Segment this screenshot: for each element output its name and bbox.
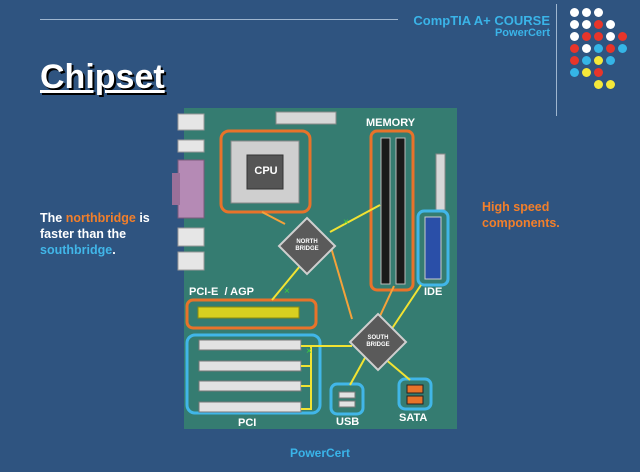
decorative-dot <box>582 68 591 77</box>
decorative-dot <box>594 68 603 77</box>
link-marker: × <box>306 346 312 357</box>
usb-label: USB <box>336 416 360 428</box>
southbridge-chip <box>348 312 408 372</box>
note-southbridge: southbridge <box>40 243 113 257</box>
decorative-dot <box>594 80 603 89</box>
parallel-port-icon <box>172 173 180 205</box>
rear-port-icon <box>177 251 205 271</box>
decorative-dot <box>594 20 603 29</box>
decorative-dot <box>570 44 579 53</box>
decorative-dot <box>570 8 579 17</box>
link-marker: × <box>284 286 290 297</box>
pci-highlight-box <box>185 333 322 415</box>
southbridge-line-1: SOUTH <box>367 335 389 341</box>
southbridge-sata-link <box>383 357 411 381</box>
memory-slot <box>395 137 406 285</box>
usb-port-icon <box>338 391 356 399</box>
ide-highlight-box <box>416 209 450 287</box>
northbridge-note: The northbridge is faster than the south… <box>40 210 180 258</box>
southbridge-usb-link <box>349 355 367 386</box>
pci-slot <box>198 360 302 372</box>
usb-port-icon <box>338 400 356 408</box>
parallel-port-icon <box>177 159 205 219</box>
header-divider <box>556 4 557 116</box>
northbridge-memory-link <box>329 204 381 233</box>
decorative-dot <box>606 32 615 41</box>
high-speed-note: High speed components. <box>482 200 560 230</box>
decorative-dot <box>570 56 579 65</box>
cpu-northbridge-link <box>261 211 286 225</box>
pci-slot <box>198 380 302 392</box>
decorative-dot <box>618 32 627 41</box>
note-text-pre: The <box>40 211 66 225</box>
pci-label: PCI <box>238 417 257 429</box>
memory-highlight-box <box>369 129 415 292</box>
decorative-dot <box>594 44 603 53</box>
pci-slot <box>198 401 302 413</box>
southbridge-line-2: BRIDGE <box>366 342 390 348</box>
decorative-dot <box>618 44 627 53</box>
cpu-label: CPU <box>254 165 278 177</box>
southbridge-ide-link <box>390 284 422 331</box>
decorative-dot <box>582 20 591 29</box>
rear-port-icon <box>177 113 205 131</box>
pcie-label: PCI-E / AGP <box>189 286 254 298</box>
note-text-post: . <box>112 243 116 257</box>
cpu-highlight-box <box>219 129 312 214</box>
course-brand: PowerCert <box>494 27 550 39</box>
rear-port-icon <box>177 139 205 153</box>
sata-port-icon <box>406 384 424 394</box>
course-title: CompTIA A+ COURSE <box>413 13 550 28</box>
northbridge-chip <box>277 216 337 276</box>
sata-label: SATA <box>399 412 428 424</box>
decorative-dot-grid <box>570 8 632 100</box>
pcie-highlight-box <box>185 298 318 330</box>
sata-highlight-box <box>397 377 433 411</box>
pcie-slot <box>197 306 300 319</box>
ide-label: IDE <box>424 286 443 298</box>
memory-label: MEMORY <box>366 117 416 129</box>
header-rule <box>40 19 398 20</box>
decorative-dot <box>594 56 603 65</box>
decorative-dot <box>594 32 603 41</box>
northbridge-southbridge-link <box>329 243 353 320</box>
northbridge-line-2: BRIDGE <box>295 246 319 252</box>
usb-highlight-box <box>329 382 365 416</box>
note-text-mid: is faster than the <box>40 211 150 241</box>
slide-title: Chipset <box>40 58 165 96</box>
decorative-dot <box>594 8 603 17</box>
memory-link-branch <box>379 285 395 317</box>
link-marker: × <box>343 217 349 228</box>
decorative-dot <box>606 44 615 53</box>
pci-slot <box>198 339 302 351</box>
note-northbridge: northbridge <box>65 211 136 225</box>
rear-port-icon <box>177 227 205 247</box>
memory-slot <box>380 137 391 285</box>
decorative-dot <box>582 44 591 53</box>
decorative-dot <box>606 56 615 65</box>
sata-port-icon <box>406 395 424 405</box>
power-connector-icon <box>435 153 446 211</box>
decorative-dot <box>606 80 615 89</box>
decorative-dot <box>606 20 615 29</box>
decorative-dot <box>570 68 579 77</box>
decorative-dot <box>570 20 579 29</box>
power-connector-icon <box>275 111 337 125</box>
decorative-dot <box>582 8 591 17</box>
footer-brand: PowerCert <box>289 446 351 460</box>
cpu-chip <box>246 154 284 190</box>
decorative-dot <box>570 32 579 41</box>
ide-connector <box>424 216 442 280</box>
decorative-dot <box>582 32 591 41</box>
northbridge-line-1: NORTH <box>296 239 318 245</box>
decorative-dot <box>582 56 591 65</box>
